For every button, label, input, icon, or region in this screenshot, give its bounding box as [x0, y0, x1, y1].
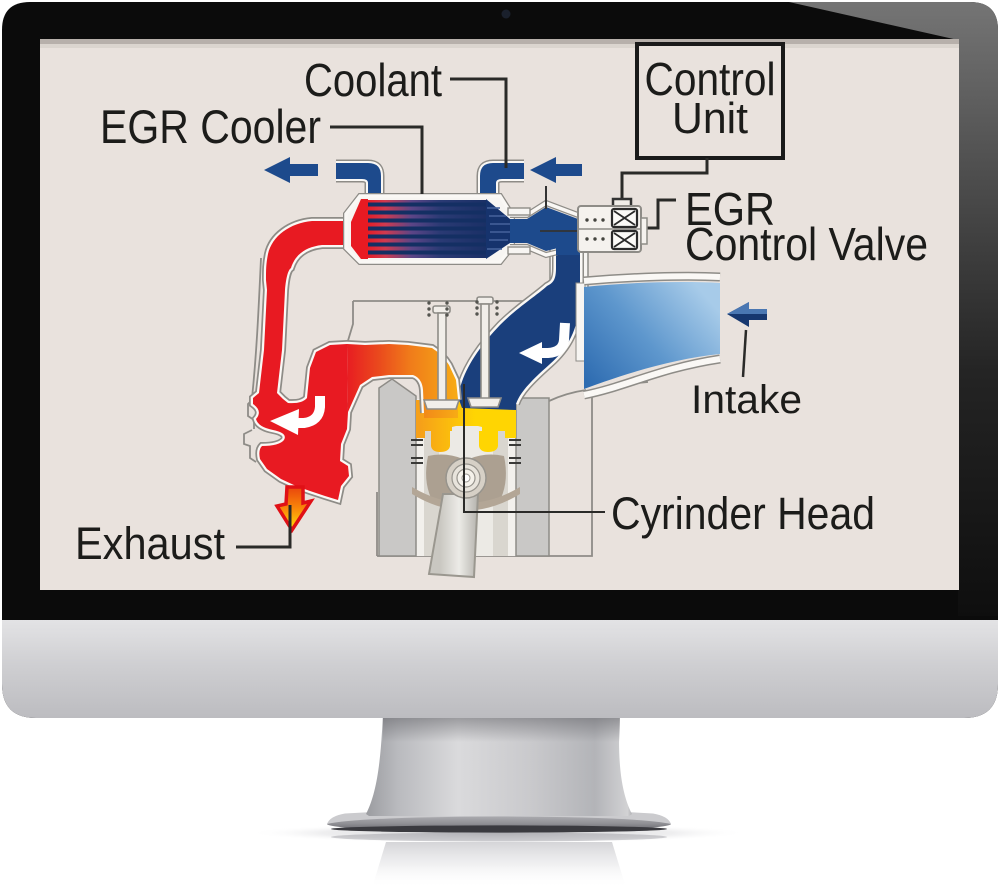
svg-text:Cyrinder Head: Cyrinder Head: [611, 488, 875, 539]
svg-text:Unit: Unit: [672, 94, 748, 143]
svg-text:Intake: Intake: [691, 378, 802, 422]
svg-text:EGR: EGR: [685, 183, 775, 235]
svg-text:EGR Cooler: EGR Cooler: [100, 100, 321, 153]
svg-text:Exhaust: Exhaust: [75, 518, 225, 569]
svg-text:Control Valve: Control Valve: [685, 218, 928, 270]
svg-text:Coolant: Coolant: [304, 54, 442, 106]
svg-text:Control: Control: [645, 53, 776, 105]
